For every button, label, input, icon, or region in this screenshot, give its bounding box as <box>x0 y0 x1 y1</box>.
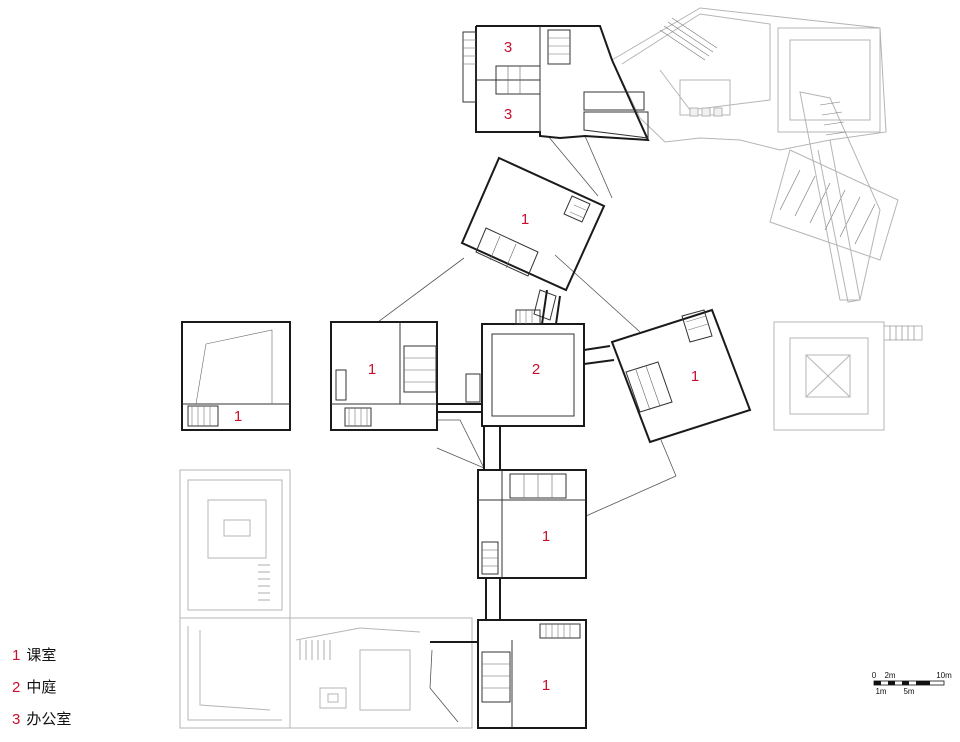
classroom-block-far-west <box>181 321 291 431</box>
scale-label-5m: 5m <box>903 687 914 696</box>
scale-bar: 0 2m 10m 1m 5m <box>872 671 952 696</box>
classroom-block-bottom <box>430 619 587 729</box>
connector-lines <box>377 135 677 723</box>
room-label-classroom-far-west: 1 <box>234 408 242 425</box>
room-label-classroom-bottom: 1 <box>542 677 550 694</box>
classroom-block-west <box>330 321 438 431</box>
scale-label-2m: 2m <box>884 671 895 680</box>
room-label-atrium: 2 <box>532 361 540 378</box>
room-label-classroom-east: 1 <box>691 368 699 385</box>
room-label-office-north: 3 <box>504 39 512 56</box>
classroom-block-south <box>477 426 587 620</box>
atrium-block <box>438 289 615 427</box>
legend-number: 3 <box>12 711 21 728</box>
classroom-block-east <box>610 308 752 444</box>
existing-building-northeast <box>611 7 899 303</box>
existing-building-southwest <box>179 469 473 729</box>
legend-text: 办公室 <box>26 711 72 728</box>
legend: 1 课室 2 中庭 3 办公室 <box>12 646 71 742</box>
classroom-block-north <box>460 156 606 321</box>
room-label-office-south: 3 <box>504 106 512 123</box>
existing-building-east <box>773 321 923 431</box>
legend-text: 中庭 <box>26 679 57 696</box>
room-labels: 3 3 1 1 1 2 1 1 1 <box>234 39 699 694</box>
scale-label-10m: 10m <box>936 671 952 680</box>
room-label-classroom-west: 1 <box>368 361 376 378</box>
room-label-classroom-north: 1 <box>521 211 529 228</box>
legend-text: 课室 <box>26 647 57 664</box>
legend-item-classroom: 1 课室 <box>12 646 71 678</box>
scale-label-0: 0 <box>872 671 877 680</box>
legend-number: 1 <box>12 647 21 664</box>
legend-number: 2 <box>12 679 21 696</box>
legend-item-office: 3 办公室 <box>12 710 71 742</box>
office-block <box>462 25 650 142</box>
room-label-classroom-south: 1 <box>542 528 550 545</box>
legend-item-atrium: 2 中庭 <box>12 678 71 710</box>
scale-label-1m: 1m <box>875 687 886 696</box>
